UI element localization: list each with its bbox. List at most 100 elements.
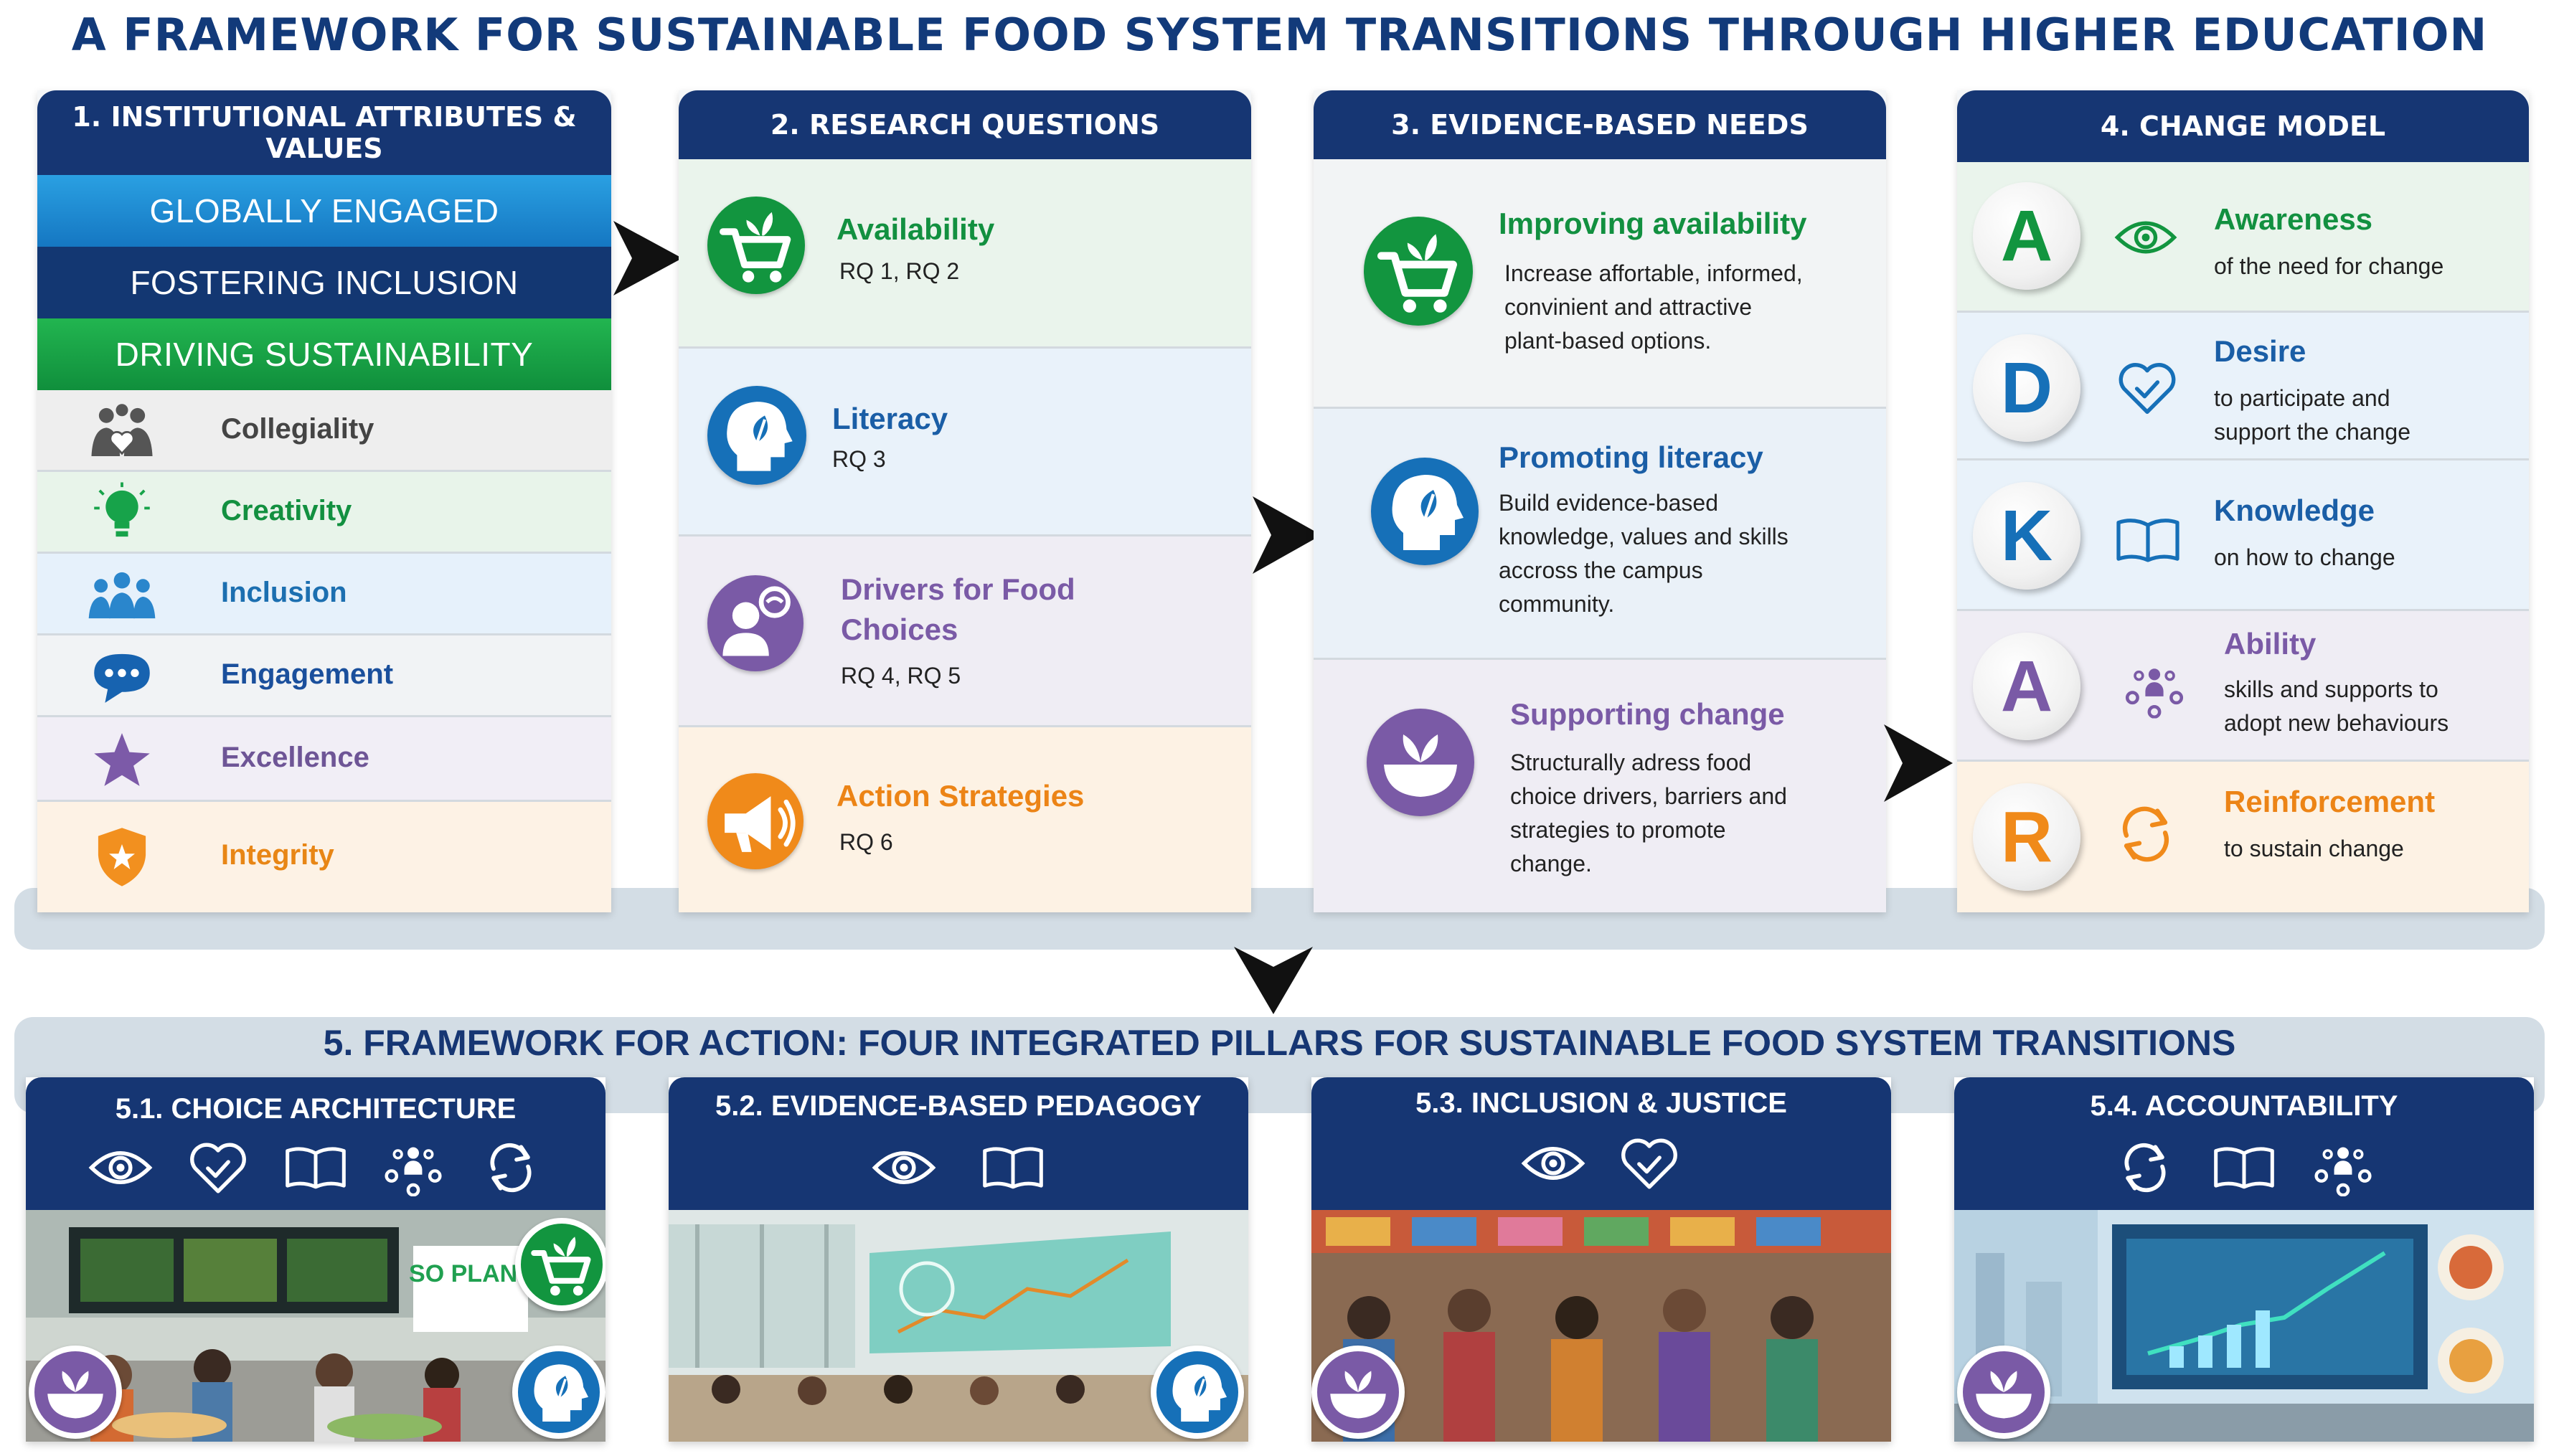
- pillar-evidence-based-pedagogy: 5.2. EVIDENCE-BASED PEDAGOGY: [669, 1077, 1248, 1442]
- column-3-heading: 3. EVIDENCE-BASED NEEDS: [1314, 90, 1886, 159]
- head-leaf-icon: [1371, 458, 1479, 565]
- book-icon: [283, 1139, 349, 1196]
- person-network-icon: [2310, 1139, 2376, 1196]
- shield-icon: [98, 828, 146, 887]
- change-desc-reinforcement-line1: to sustain change: [2224, 836, 2404, 861]
- cycle-arrows-icon: [2113, 802, 2178, 866]
- need-desc-change-line3: strategies to promote: [1510, 817, 1726, 843]
- pillar-accountability: 5.4. ACCOUNTABILITY: [1954, 1077, 2534, 1442]
- change-title-awareness: Awareness: [2214, 202, 2373, 236]
- change-model-column: 4. CHANGE MODEL A Awareness of the need …: [1957, 90, 2529, 912]
- arrow-right-3: [1884, 724, 1953, 802]
- pillar-4-title: 5.4. ACCOUNTABILITY: [2090, 1090, 2398, 1122]
- eye-icon: [1520, 1135, 1586, 1192]
- evidence-based-needs-column: 3. EVIDENCE-BASED NEEDS Improving availa…: [1314, 90, 1886, 912]
- need-title-literacy: Promoting literacy: [1499, 440, 1763, 474]
- cycle-arrows-icon: [478, 1139, 544, 1196]
- bowl-sprout-icon: [29, 1346, 122, 1439]
- pillar-1-icons: [26, 1139, 605, 1196]
- change-row-awareness: A Awareness of the need for change: [1957, 162, 2529, 313]
- change-title-reinforcement: Reinforcement: [2224, 785, 2436, 818]
- pillar-2-icons: [669, 1139, 1248, 1196]
- attribute-label-integrity: Integrity: [221, 839, 334, 871]
- rq-row-literacy: Literacy RQ 3: [679, 349, 1251, 536]
- attribute-row-creativity: Creativity: [37, 472, 611, 554]
- rq-row-action: Action Strategies RQ 6: [679, 727, 1251, 912]
- rq-title-literacy: Literacy: [832, 402, 948, 435]
- change-desc-desire-line2: support the change: [2214, 419, 2410, 445]
- need-title-availability: Improving availability: [1499, 207, 1807, 240]
- cart-icon: [1364, 217, 1473, 326]
- star-icon: [94, 733, 150, 786]
- group-icon: [88, 572, 156, 619]
- people-together-icon: [91, 404, 153, 457]
- rq-sub-availability: RQ 1, RQ 2: [839, 258, 960, 284]
- rq-title-drivers-line2: Choices: [841, 613, 958, 646]
- letter-d-desire: D: [1973, 334, 2080, 442]
- attribute-row-inclusion: Inclusion: [37, 554, 611, 635]
- heart-icon: [1616, 1135, 1682, 1192]
- megaphone-icon: [707, 773, 803, 869]
- eye-icon: [88, 1139, 154, 1196]
- column-1-heading: 1. INSTITUTIONAL ATTRIBUTES & VALUES: [37, 90, 611, 175]
- person-network-icon: [380, 1139, 446, 1196]
- lightbulb-icon: [94, 482, 150, 537]
- need-desc-availability-line1: Increase affortable, informed,: [1504, 260, 1803, 286]
- book-icon: [980, 1139, 1046, 1196]
- cycle-arrows-icon: [2112, 1139, 2178, 1196]
- attribute-row-engagement: Engagement: [37, 635, 611, 717]
- letter-k-knowledge: K: [1973, 482, 2080, 590]
- change-desc-awareness-line1: of the need for change: [2214, 253, 2444, 279]
- rq-sub-literacy: RQ 3: [832, 446, 886, 472]
- arrow-down: [1234, 947, 1313, 1014]
- change-row-ability: A Ability skills and supports to adopt n…: [1957, 611, 2529, 762]
- food-market-scene: [1311, 1210, 1891, 1442]
- bowl-sprout-icon: [1367, 709, 1474, 816]
- attribute-label-inclusion: Inclusion: [221, 577, 347, 608]
- need-desc-availability-line3: plant-based options.: [1504, 328, 1712, 354]
- book-icon: [2113, 508, 2182, 572]
- need-row-literacy: Promoting literacy Build evidence-based …: [1314, 409, 1886, 660]
- cart-icon: [515, 1218, 605, 1311]
- letter-a-ability: A: [1973, 633, 2080, 740]
- column-2-heading: 2. RESEARCH QUESTIONS: [679, 90, 1251, 159]
- eye-icon: [871, 1139, 937, 1196]
- need-desc-change-line2: choice drivers, barriers and: [1510, 783, 1787, 809]
- need-desc-literacy-line4: community.: [1499, 591, 1615, 617]
- letter-r-reinforcement: R: [1973, 783, 2080, 891]
- value-fostering-inclusion: FOSTERING INCLUSION: [37, 247, 611, 318]
- change-title-knowledge: Knowledge: [2214, 493, 2375, 527]
- person-thought-icon: [707, 575, 803, 671]
- rq-row-availability: Availability RQ 1, RQ 2: [679, 159, 1251, 349]
- heart-icon: [185, 1139, 251, 1196]
- change-title-desire: Desire: [2214, 334, 2306, 368]
- change-desc-knowledge-line1: on how to change: [2214, 544, 2395, 570]
- need-title-supporting-change: Supporting change: [1510, 697, 1785, 731]
- pillar-1-title: 5.1. CHOICE ARCHITECTURE: [115, 1093, 517, 1125]
- rq-title-availability: Availability: [836, 212, 995, 246]
- rq-title-drivers-line1: Drivers for Food: [841, 572, 1075, 606]
- attribute-row-collegiality: Collegiality: [37, 390, 611, 472]
- research-questions-column: 2. RESEARCH QUESTIONS Availability RQ 1,…: [679, 90, 1251, 912]
- arrow-right-2: [1253, 496, 1321, 574]
- main-title: A FRAMEWORK FOR SUSTAINABLE FOOD SYSTEM …: [71, 9, 2488, 61]
- change-title-ability: Ability: [2224, 627, 2317, 661]
- change-row-desire: D Desire to participate and support the …: [1957, 313, 2529, 460]
- attribute-label-excellence: Excellence: [221, 742, 369, 773]
- letter-a-awareness: A: [1973, 182, 2080, 290]
- need-row-supporting-change: Supporting change Structurally adress fo…: [1314, 660, 1886, 912]
- value-driving-sustainability: DRIVING SUSTAINABILITY: [37, 318, 611, 390]
- bowl-sprout-icon: [1957, 1346, 2050, 1439]
- rq-sub-action: RQ 6: [839, 829, 893, 855]
- rq-row-drivers: Drivers for Food Choices RQ 4, RQ 5: [679, 536, 1251, 727]
- change-desc-desire-line1: to participate and: [2214, 385, 2390, 411]
- pillar-2-title: 5.2. EVIDENCE-BASED PEDAGOGY: [715, 1090, 1202, 1122]
- pillar-choice-architecture: 5.1. CHOICE ARCHITECTURE SO PLANT: [26, 1077, 605, 1442]
- attribute-label-creativity: Creativity: [221, 495, 352, 526]
- attribute-row-integrity: Integrity: [37, 802, 611, 912]
- attribute-label-engagement: Engagement: [221, 658, 394, 690]
- cart-icon: [707, 197, 805, 294]
- pillar-3-header: [1311, 1077, 1891, 1210]
- heart-icon: [2115, 356, 2179, 420]
- rq-sub-drivers: RQ 4, RQ 5: [841, 663, 961, 689]
